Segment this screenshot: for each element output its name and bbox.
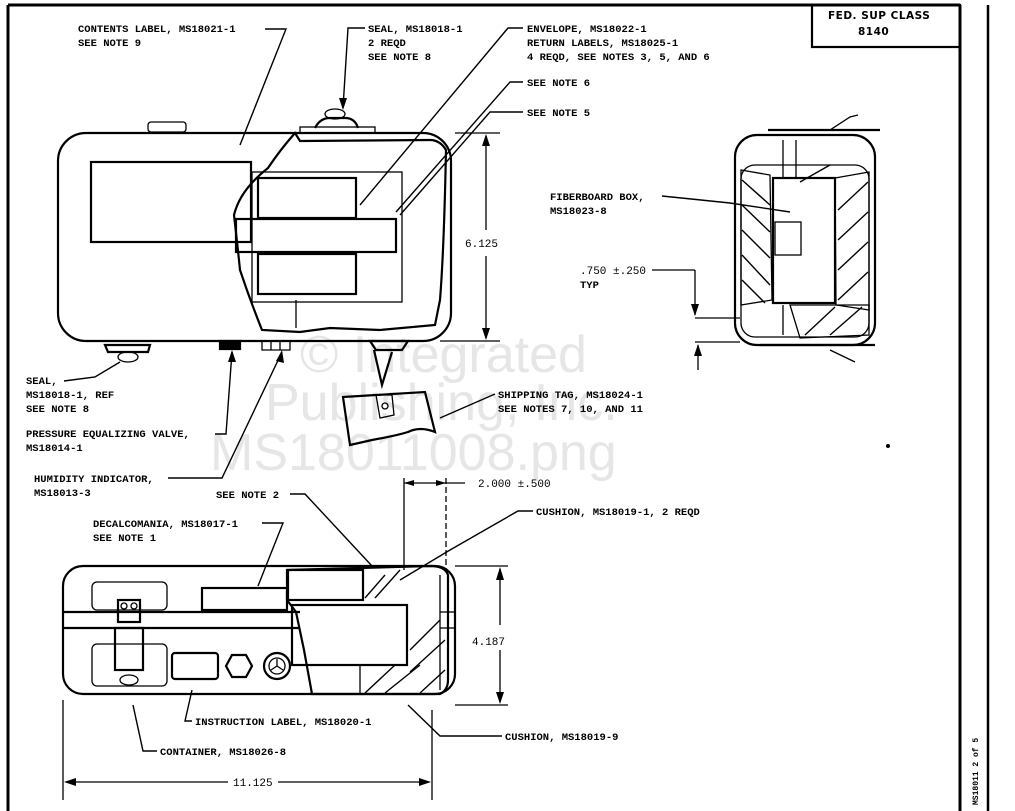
svg-text:SEE NOTE 1: SEE NOTE 1 [93, 533, 156, 545]
svg-text:FIBERBOARD BOX,: FIBERBOARD BOX, [550, 192, 645, 204]
watermark-line2: Publishing, Inc. [265, 374, 618, 432]
dimension-length: 11.125 [62, 700, 433, 800]
title-block-heading: FED. SUP CLASS [828, 10, 930, 22]
watermark-line1: © Integrated [300, 326, 587, 384]
title-block-value: 8140 [858, 26, 889, 38]
svg-text:4 REQD, SEE NOTES 3, 5, AND 6: 4 REQD, SEE NOTES 3, 5, AND 6 [527, 52, 710, 64]
svg-text:SEE NOTE 5: SEE NOTE 5 [527, 108, 590, 120]
dimension-height-top: 4.187 [455, 565, 508, 706]
dimension-cushion-offset-value: 2.000 ±.500 [478, 479, 551, 491]
callout-seal-bottom: SEAL, MS18018-1, REF SEE NOTE 8 [26, 361, 121, 416]
callout-spacing-dim: .750 ±.250 TYP [580, 266, 646, 292]
svg-text:SEE NOTE 2: SEE NOTE 2 [216, 490, 279, 502]
callout-cushion-bottom: CUSHION, MS18019-9 [407, 704, 618, 744]
callout-see-note-2: SEE NOTE 2 [216, 490, 373, 567]
svg-text:MS18014-1: MS18014-1 [26, 443, 83, 455]
watermark-line3: MS18011008.png [210, 424, 617, 482]
svg-text:SEE NOTES 7, 10, AND 11: SEE NOTES 7, 10, AND 11 [498, 404, 643, 416]
svg-text:SEAL,: SEAL, [26, 376, 58, 388]
callout-cushion-top: CUSHION, MS18019-1, 2 REQD [399, 507, 700, 581]
svg-text:SEE NOTE 8: SEE NOTE 8 [368, 52, 431, 64]
dimension-height-front-value: 6.125 [465, 239, 498, 251]
watermark: © Integrated Publishing, Inc. MS18011008… [210, 326, 618, 482]
sheet-border [6, 3, 990, 811]
end-view-hatching [741, 164, 869, 336]
dimension-height-front: 6.125 [440, 132, 500, 342]
callout-envelope: ENVELOPE, MS18022-1 RETURN LABELS, MS180… [359, 24, 710, 206]
dimension-cushion-offset: 2.000 ±.500 [403, 478, 551, 570]
callout-see-note-5: SEE NOTE 5 [399, 108, 590, 216]
dimension-height-top-value: 4.187 [472, 637, 505, 649]
top-view-container [61, 564, 457, 696]
top-view-hatching [364, 569, 446, 694]
svg-text:HUMIDITY INDICATOR,: HUMIDITY INDICATOR, [34, 474, 154, 486]
svg-text:CUSHION, MS18019-9: CUSHION, MS18019-9 [505, 732, 618, 744]
callout-instruction-label: INSTRUCTION LABEL, MS18020-1 [184, 689, 371, 729]
svg-text:SHIPPING TAG, MS18024-1: SHIPPING TAG, MS18024-1 [498, 390, 643, 402]
dimension-length-value: 11.125 [233, 778, 273, 790]
svg-text:PRESSURE EQUALIZING VALVE,: PRESSURE EQUALIZING VALVE, [26, 429, 190, 441]
dimension-spacing [652, 269, 740, 370]
svg-text:MS18018-1, REF: MS18018-1, REF [26, 390, 114, 402]
svg-text:MS18023-8: MS18023-8 [550, 206, 607, 218]
svg-text:CUSHION, MS18019-1, 2 REQD: CUSHION, MS18019-1, 2 REQD [536, 507, 700, 519]
callout-shipping-tag: SHIPPING TAG, MS18024-1 SEE NOTES 7, 10,… [439, 390, 643, 419]
svg-text:INSTRUCTION LABEL, MS18020-1: INSTRUCTION LABEL, MS18020-1 [195, 717, 371, 729]
svg-text:SEE NOTE 6: SEE NOTE 6 [527, 78, 590, 90]
callout-contents-label: CONTENTS LABEL, MS18021-1 SEE NOTE 9 [78, 24, 288, 146]
front-view-container [56, 108, 453, 447]
speck [886, 444, 890, 448]
callout-decalcomania: DECALCOMANIA, MS18017-1 SEE NOTE 1 [93, 519, 285, 587]
svg-text:CONTAINER, MS18026-8: CONTAINER, MS18026-8 [160, 747, 286, 759]
svg-text:RETURN LABELS, MS18025-1: RETURN LABELS, MS18025-1 [527, 38, 678, 50]
callout-container: CONTAINER, MS18026-8 [132, 704, 286, 759]
callout-seal-top: SEAL, MS18018-1 2 REQD SEE NOTE 8 [339, 24, 463, 110]
callout-pressure-valve: PRESSURE EQUALIZING VALVE, MS18014-1 [26, 350, 236, 455]
margin-text: MS18011 2 of 5 [972, 738, 981, 805]
svg-text:DECALCOMANIA, MS18017-1: DECALCOMANIA, MS18017-1 [93, 519, 238, 531]
title-block: FED. SUP CLASS 8140 [810, 3, 962, 49]
svg-text:TYP: TYP [580, 280, 599, 292]
svg-text:2 REQD: 2 REQD [368, 38, 406, 50]
callout-humidity-indicator: HUMIDITY INDICATOR, MS18013-3 [34, 350, 284, 500]
svg-text:SEE NOTE 9: SEE NOTE 9 [78, 38, 141, 50]
svg-text:.750 ±.250: .750 ±.250 [580, 266, 646, 278]
callout-see-note-6: SEE NOTE 6 [395, 78, 590, 213]
svg-text:SEAL, MS18018-1: SEAL, MS18018-1 [368, 24, 463, 36]
svg-text:CONTENTS LABEL, MS18021-1: CONTENTS LABEL, MS18021-1 [78, 24, 236, 36]
callout-fiberboard-box: FIBERBOARD BOX, MS18023-8 [550, 192, 791, 218]
svg-text:SEE NOTE 8: SEE NOTE 8 [26, 404, 89, 416]
svg-text:MS18013-3: MS18013-3 [34, 488, 91, 500]
end-view-container [733, 114, 880, 363]
svg-text:ENVELOPE, MS18022-1: ENVELOPE, MS18022-1 [527, 24, 647, 36]
